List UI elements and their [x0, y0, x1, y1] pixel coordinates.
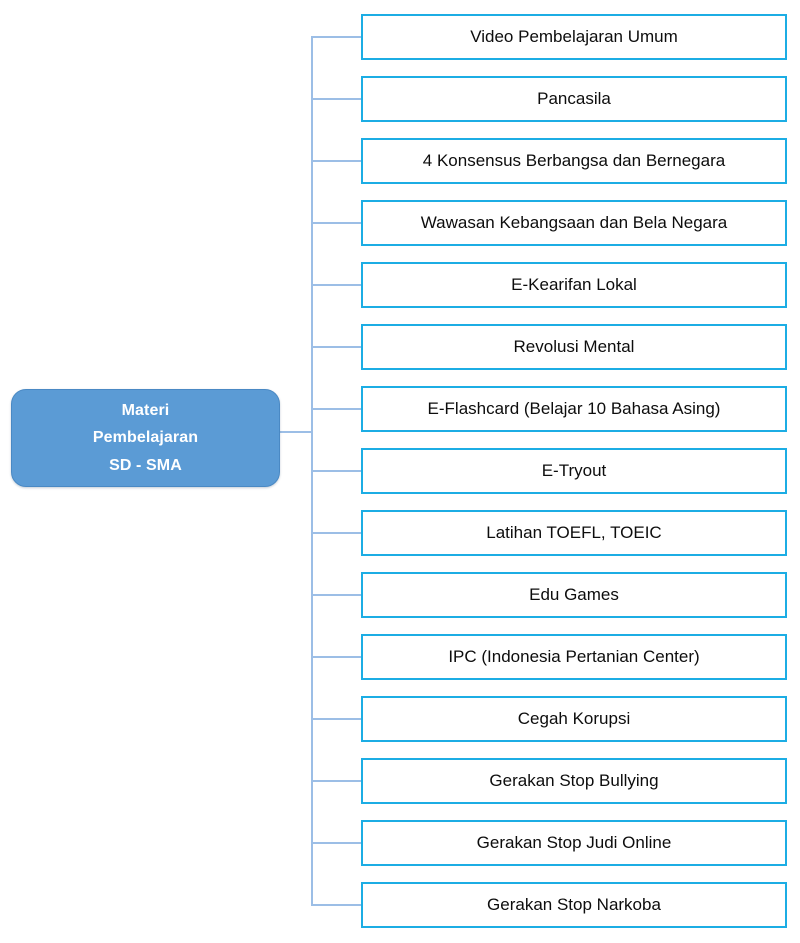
- node-box-1[interactable]: Video Pembelajaran Umum: [361, 14, 787, 60]
- connector-branch-8: [312, 470, 361, 472]
- connector-branch-12: [312, 718, 361, 720]
- node-label-9: Latihan TOEFL, TOEIC: [486, 522, 662, 542]
- node-label-1: Video Pembelajaran Umum: [470, 26, 678, 46]
- node-label-15: Gerakan Stop Narkoba: [487, 894, 661, 914]
- node-box-14[interactable]: Gerakan Stop Judi Online: [361, 820, 787, 866]
- connector-branch-7: [312, 408, 361, 410]
- node-box-9[interactable]: Latihan TOEFL, TOEIC: [361, 510, 787, 556]
- node-box-6[interactable]: Revolusi Mental: [361, 324, 787, 370]
- node-box-12[interactable]: Cegah Korupsi: [361, 696, 787, 742]
- node-box-15[interactable]: Gerakan Stop Narkoba: [361, 882, 787, 928]
- node-label-10: Edu Games: [529, 584, 619, 604]
- connector-branch-11: [312, 656, 361, 658]
- node-label-6: Revolusi Mental: [513, 336, 635, 356]
- node-box-13[interactable]: Gerakan Stop Bullying: [361, 758, 787, 804]
- connector-branch-15: [312, 904, 361, 906]
- connector-root-stub: [280, 431, 313, 433]
- connector-branch-3: [312, 160, 361, 162]
- root-node-label: Materi Pembelajaran SD - SMA: [92, 402, 199, 474]
- node-label-5: E-Kearifan Lokal: [511, 274, 637, 294]
- connector-branch-5: [312, 284, 361, 286]
- connector-branch-9: [312, 532, 361, 534]
- node-box-8[interactable]: E-Tryout: [361, 448, 787, 494]
- node-label-14: Gerakan Stop Judi Online: [476, 832, 672, 852]
- node-box-2[interactable]: Pancasila: [361, 76, 787, 122]
- node-label-12: Cegah Korupsi: [517, 708, 631, 728]
- root-node[interactable]: Materi Pembelajaran SD - SMA: [11, 389, 280, 487]
- connector-branch-4: [312, 222, 361, 224]
- node-label-11: IPC (Indonesia Pertanian Center): [448, 646, 700, 666]
- connector-branch-14: [312, 842, 361, 844]
- node-label-13: Gerakan Stop Bullying: [489, 770, 659, 790]
- node-box-10[interactable]: Edu Games: [361, 572, 787, 618]
- node-label-3: 4 Konsensus Berbangsa dan Bernegara: [422, 150, 726, 170]
- node-box-3[interactable]: 4 Konsensus Berbangsa dan Bernegara: [361, 138, 787, 184]
- connector-branch-2: [312, 98, 361, 100]
- node-label-8: E-Tryout: [541, 460, 607, 480]
- connector-branch-6: [312, 346, 361, 348]
- node-label-7: E-Flashcard (Belajar 10 Bahasa Asing): [427, 398, 721, 418]
- connector-branch-13: [312, 780, 361, 782]
- node-box-7[interactable]: E-Flashcard (Belajar 10 Bahasa Asing): [361, 386, 787, 432]
- node-label-4: Wawasan Kebangsaan dan Bela Negara: [420, 212, 728, 232]
- connector-branch-10: [312, 594, 361, 596]
- node-box-5[interactable]: E-Kearifan Lokal: [361, 262, 787, 308]
- connector-branch-1: [312, 36, 361, 38]
- node-label-2: Pancasila: [537, 88, 611, 108]
- node-box-4[interactable]: Wawasan Kebangsaan dan Bela Negara: [361, 200, 787, 246]
- node-box-11[interactable]: IPC (Indonesia Pertanian Center): [361, 634, 787, 680]
